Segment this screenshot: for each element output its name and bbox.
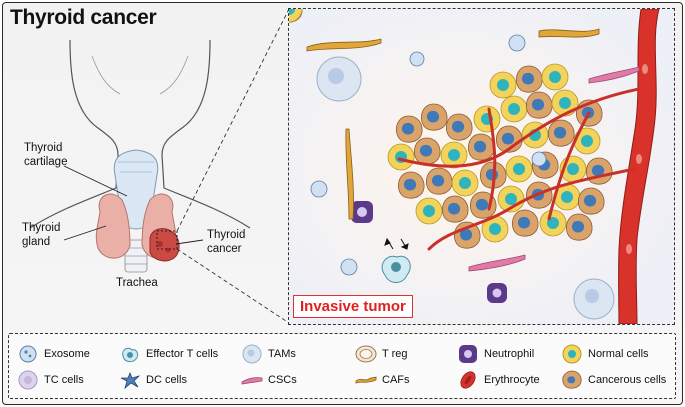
legend-item-tc-cells: TC cells: [17, 370, 84, 390]
legend-label: Cancerous cells: [588, 374, 667, 386]
tc-cell-icon: [18, 370, 38, 390]
thyroid-cancer-mass: [149, 228, 180, 262]
normal-cell-icon: [562, 344, 582, 364]
cscs: [468, 66, 640, 272]
zoom-line-top: [176, 8, 290, 232]
pointer-cancer: [175, 239, 204, 245]
csc-icon: [241, 377, 263, 385]
cancerous-cell-icon: [562, 370, 582, 389]
legend-label: TAMs: [268, 348, 296, 360]
erythrocyte-icon: [460, 371, 476, 389]
tumor-detail-panel: [288, 8, 675, 325]
legend: Exosome Effector T cells TAMs T reg Neut…: [8, 333, 676, 399]
figure-title: Thyroid cancer: [10, 6, 157, 29]
exosomes: [310, 34, 547, 276]
legend-item-cancerous-cells: Cancerous cells: [561, 370, 666, 390]
cafs: [306, 28, 600, 220]
legend-item-effector-t: Effector T cells: [119, 344, 218, 364]
tumor-mass: [289, 9, 303, 23]
thyroid-gland: [95, 193, 131, 259]
t-reg-icon: [355, 345, 377, 363]
tam-icon: [242, 344, 262, 364]
legend-item-neutrophil: Neutrophil: [457, 344, 534, 364]
legend-item-tams: TAMs: [241, 344, 296, 364]
tumor-microenvironment: [289, 9, 674, 324]
pointer-gland: [63, 225, 107, 241]
effector-t-cell-icon: [122, 347, 139, 363]
legend-label: CAFs: [382, 374, 410, 386]
dc-cell-icon: [120, 371, 141, 390]
zoom-line-bottom: [176, 248, 290, 324]
legend-item-dc-cells: DC cells: [119, 370, 187, 390]
pointer-cartilage: [63, 165, 128, 197]
exosome-icon: [19, 345, 37, 363]
legend-label: Exosome: [44, 348, 90, 360]
caf-icon: [355, 376, 377, 384]
neutrophil-icon: [459, 345, 477, 363]
legend-item-exosome: Exosome: [17, 344, 90, 364]
legend-label: TC cells: [44, 374, 84, 386]
label-trachea: Trachea: [116, 277, 158, 289]
capillaries: [397, 87, 641, 251]
neck-anatomy: [29, 8, 290, 324]
neutrophils: [351, 201, 507, 303]
label-thyroid-gland: Thyroid gland: [22, 222, 61, 248]
legend-label: DC cells: [146, 374, 187, 386]
arrows: [384, 237, 409, 250]
label-thyroid-cancer: Thyroid cancer: [207, 229, 246, 255]
head-outline: [29, 39, 119, 229]
legend-label: Erythrocyte: [484, 374, 540, 386]
legend-item-cafs: CAFs: [355, 370, 410, 390]
legend-label: CSCs: [268, 374, 297, 386]
legend-label: Neutrophil: [484, 348, 535, 360]
legend-item-cscs: CSCs: [241, 370, 297, 390]
legend-item-normal-cells: Normal cells: [561, 344, 649, 364]
label-thyroid-cartilage: Thyroid cartilage: [24, 142, 68, 168]
legend-item-treg: T reg: [355, 344, 407, 364]
tam-cells: [316, 56, 615, 320]
zoom-region: [156, 230, 178, 250]
effector-t-cells: [381, 255, 411, 283]
legend-label: Effector T cells: [146, 348, 219, 360]
legend-label: Normal cells: [588, 348, 649, 360]
legend-label: T reg: [382, 348, 408, 360]
invasive-tumor-label: Invasive tumor: [293, 295, 413, 318]
legend-item-erythrocyte: Erythrocyte: [457, 370, 540, 390]
